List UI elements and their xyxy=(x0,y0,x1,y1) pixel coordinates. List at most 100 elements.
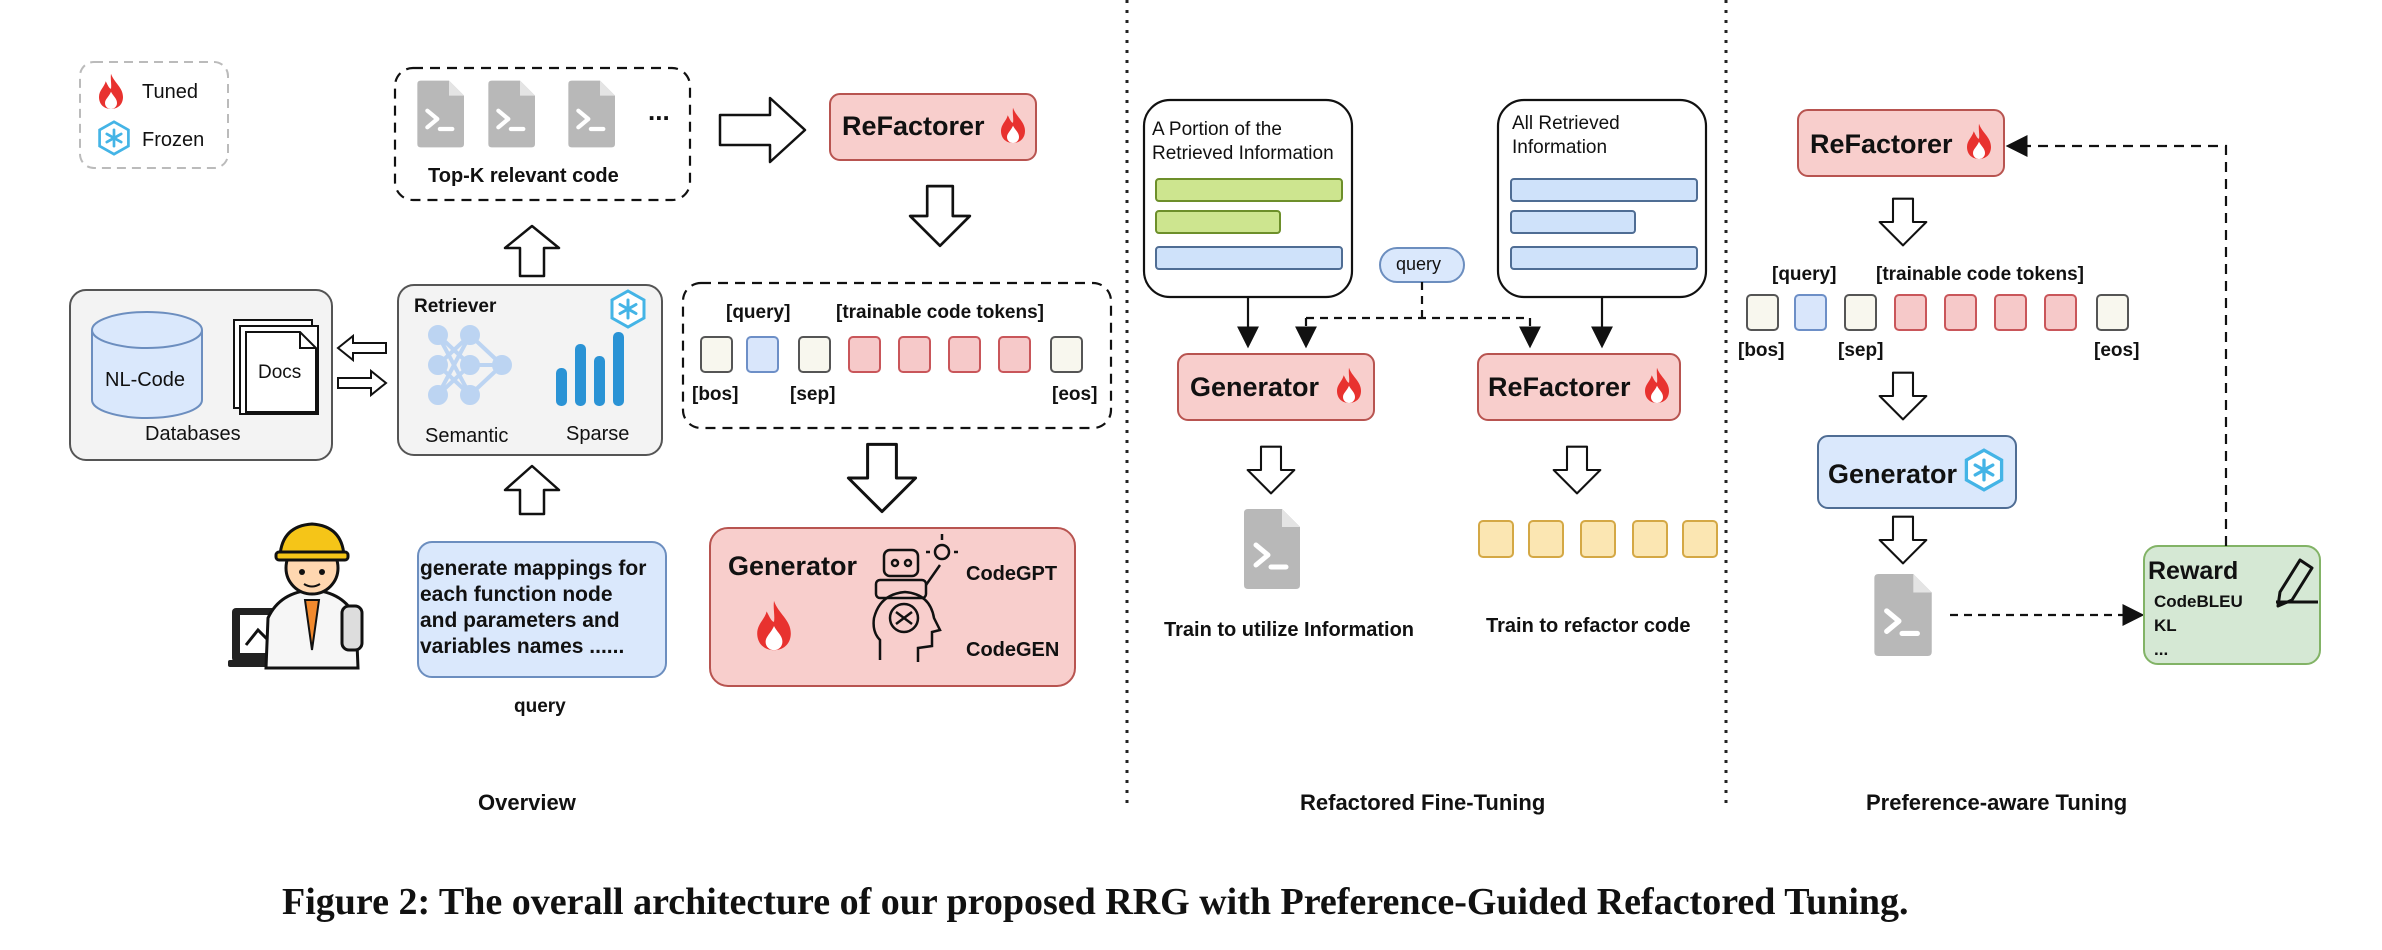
semantic-label: Semantic xyxy=(425,425,509,447)
topk-label: Top-K relevant code xyxy=(428,165,619,187)
refactorer-box xyxy=(1477,353,1681,421)
refactor-caption: Train to refactor code xyxy=(1486,615,1691,637)
more-ellipsis: ... xyxy=(648,96,670,126)
token-bos-label: [bos] xyxy=(692,384,739,405)
refactorer-label: ReFactorer xyxy=(842,111,985,141)
code-file-icon xyxy=(488,81,535,148)
token-query xyxy=(746,336,779,373)
token-sep xyxy=(798,336,831,373)
token-trainable-label: [trainable code tokens] xyxy=(836,302,1044,323)
info-bar-blue xyxy=(1510,246,1698,270)
token-eos xyxy=(1050,336,1083,373)
generator-box xyxy=(1177,353,1375,421)
token-trainable xyxy=(898,336,931,373)
refactorer-box xyxy=(1797,109,2005,177)
token-query xyxy=(1794,294,1827,331)
arrow-down xyxy=(846,442,918,514)
preference-section-title: Preference-aware Tuning xyxy=(1866,790,2128,815)
query-text: generate mappings for each function node… xyxy=(420,556,646,660)
portion-text: A Portion of the Retrieved Information xyxy=(1152,118,1334,166)
reward-label: Reward xyxy=(2148,557,2239,585)
arrow-down xyxy=(1878,515,1928,565)
arrow-down xyxy=(1878,197,1928,247)
token-trainable xyxy=(948,336,981,373)
refactored-token xyxy=(1478,520,1514,558)
arrow-down xyxy=(1552,445,1602,495)
arrow-down xyxy=(908,184,972,248)
token-sep-label: [sep] xyxy=(1838,340,1884,361)
query-branch xyxy=(1306,282,1530,320)
code-file-icon xyxy=(1244,509,1300,589)
reward-item: ... xyxy=(2154,640,2169,659)
refactored-token xyxy=(1632,520,1668,558)
generator-label: Generator xyxy=(1828,459,1958,489)
reward-box xyxy=(2143,545,2321,665)
code-file-icon xyxy=(417,81,464,148)
generator-box xyxy=(1817,435,2017,509)
generator-box xyxy=(709,527,1076,687)
brain-head-icon xyxy=(872,590,942,662)
snowflake-icon xyxy=(1964,448,2004,492)
database-cylinder-icon xyxy=(91,311,203,419)
query-text-line: each function node xyxy=(420,583,613,606)
token-bos xyxy=(1746,294,1779,331)
neural-network-icon xyxy=(428,325,512,405)
query-box xyxy=(417,541,667,678)
all-info-text-line: All Retrieved xyxy=(1512,113,1620,134)
all-info-text-line: Information xyxy=(1512,137,1608,158)
query-chip-label: query xyxy=(1396,254,1442,274)
info-bar-blue xyxy=(1510,210,1636,234)
retriever-label: Retriever xyxy=(414,296,497,317)
token-sep-label: [sep] xyxy=(790,384,836,405)
query-label: query xyxy=(514,696,566,717)
token-eos-label: [eos] xyxy=(1052,384,1098,405)
refactorer-label: ReFactorer xyxy=(1810,129,1953,159)
token-trainable xyxy=(998,336,1031,373)
generator-label: Generator xyxy=(728,551,858,581)
generator-label: Generator xyxy=(1190,372,1320,402)
arrow-down xyxy=(1246,445,1296,495)
legend-frame xyxy=(79,61,229,169)
query-text-line: variables names ...... xyxy=(420,635,625,658)
token-bos-label: [bos] xyxy=(1738,340,1785,361)
token-trainable xyxy=(1944,294,1977,331)
token-sep xyxy=(1844,294,1877,331)
docs-icon xyxy=(233,319,319,415)
sparse-label: Sparse xyxy=(566,423,630,445)
reward-item: KL xyxy=(2154,616,2177,635)
code-file-icon xyxy=(568,81,615,148)
token-trainable xyxy=(2044,294,2077,331)
nlcode-label: NL-Code xyxy=(105,369,186,391)
figure-caption: Figure 2: The overall architecture of ou… xyxy=(282,881,1909,923)
arrow-up xyxy=(503,464,561,516)
token-query-label: [query] xyxy=(1772,264,1837,285)
token-trainable xyxy=(1994,294,2027,331)
reward-item: CodeBLEU xyxy=(2154,592,2243,611)
databases-label: Databases xyxy=(145,423,241,445)
engineer-avatar xyxy=(228,522,364,670)
token-trainable-label: [trainable code tokens] xyxy=(1876,264,2084,285)
all-info-text: All Retrieved Information xyxy=(1512,112,1620,160)
refactored-token xyxy=(1580,520,1616,558)
flame-icon xyxy=(99,73,123,109)
snowflake-icon xyxy=(610,289,646,329)
portion-text-line: A Portion of the xyxy=(1152,119,1282,140)
snowflake-icon xyxy=(98,120,130,156)
reward-feedback-arrow xyxy=(2005,135,2228,546)
refactorer-box xyxy=(829,93,1037,161)
reward-items: CodeBLEU KL ... xyxy=(2154,590,2243,662)
token-eos xyxy=(2096,294,2129,331)
token-query-label: [query] xyxy=(726,302,791,323)
arrow-left-small xyxy=(336,333,387,363)
robot-icon xyxy=(874,534,958,600)
token-trainable xyxy=(1894,294,1927,331)
query-text-line: generate mappings for xyxy=(420,557,647,580)
codegpt-label: CodeGPT xyxy=(966,563,1058,585)
refactored-token xyxy=(1528,520,1564,558)
legend-tuned-label: Tuned xyxy=(142,81,198,103)
token-eos-label: [eos] xyxy=(2094,340,2140,361)
info-bar-blue xyxy=(1510,178,1698,202)
info-bar-green xyxy=(1155,178,1343,202)
portion-text-line: Retrieved Information xyxy=(1152,143,1334,164)
